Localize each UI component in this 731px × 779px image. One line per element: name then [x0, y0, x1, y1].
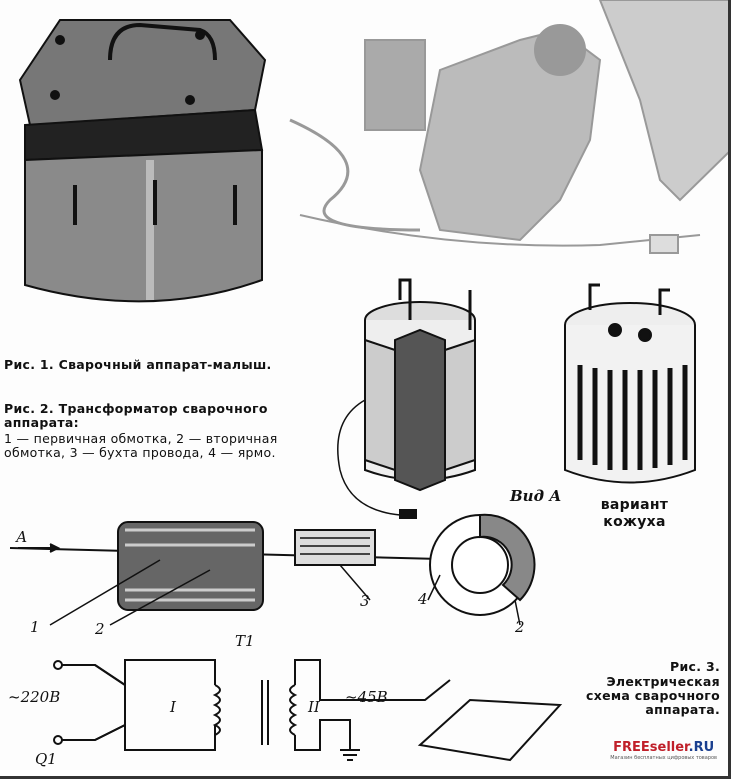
- frame-border-bottom: [0, 776, 731, 779]
- fig2-caption-body: 1 — первичная обмотка, 2 — вторичная обм…: [4, 431, 278, 460]
- label-4: 4: [418, 590, 428, 608]
- secondary-winding-label: II: [308, 698, 320, 716]
- frame-border-right: [728, 0, 731, 779]
- t1-label: T1: [235, 632, 255, 650]
- fig1-canister-drawing: [18, 19, 267, 303]
- voltage-220-label: ~220В: [8, 688, 61, 706]
- casing-variant-drawing: [564, 283, 696, 484]
- fig3-caption-body: Электрическая схема сварочного аппарата.: [586, 674, 720, 717]
- welder-figure-sketch: [289, 0, 731, 254]
- label-2-torus: 2: [515, 618, 525, 636]
- primary-winding-label: I: [170, 698, 176, 716]
- voltage-45-label: ~45В: [345, 688, 388, 706]
- watermark-tagline: Магазин бесплатных цифровых товаров: [610, 755, 717, 761]
- freeseller-watermark: FREEseller.RU Магазин бесплатных цифровы…: [610, 740, 717, 761]
- fig2-caption-title: Рис. 2. Трансформатор сварочного аппарат…: [4, 401, 268, 430]
- label-2: 2: [95, 620, 105, 638]
- watermark-brand: FREEseller: [613, 740, 689, 755]
- transformer-side-view: [9, 513, 536, 626]
- fig1-caption: Рис. 1. Сварочный аппарат-малыш.: [4, 357, 272, 372]
- label-3: 3: [360, 592, 370, 610]
- fig2-transformer-drawing: [337, 278, 476, 519]
- arrow-a-label: А: [16, 528, 28, 546]
- fig3-caption-number: Рис. 3.: [670, 659, 720, 674]
- view-a-label: Вид А: [510, 487, 562, 505]
- label-1: 1: [30, 618, 40, 636]
- watermark-domain: .RU: [688, 740, 715, 755]
- fig3-circuit-schematic: [53, 659, 563, 762]
- q1-label: Q1: [35, 750, 57, 768]
- casing-variant-label: вариант кожуха: [600, 497, 669, 530]
